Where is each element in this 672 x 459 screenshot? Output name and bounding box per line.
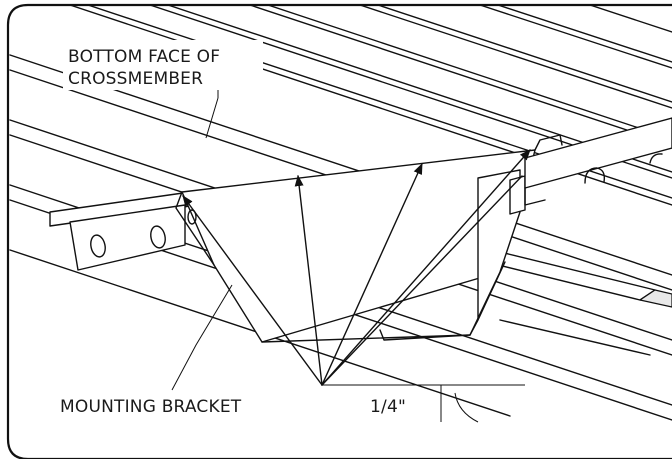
lower-rail (469, 248, 672, 356)
frame-border (6, 3, 672, 459)
slot-hole (90, 234, 106, 258)
label-backdrop (40, 392, 285, 418)
label-backdrop (362, 394, 424, 418)
right-crossbar (524, 117, 672, 206)
label-backdrop (63, 40, 263, 90)
slot-hole (150, 225, 166, 249)
mounting-bracket-label: MOUNTING BRACKET (60, 397, 242, 417)
illustration (9, 5, 672, 423)
leader-crossmember (205, 97, 219, 139)
bracket-hole (187, 209, 197, 225)
alignment-arrows (182, 149, 531, 386)
leader-bracket (171, 284, 233, 391)
mounting-bracket-shape (175, 149, 536, 343)
crossmember-label-line1: BOTTOM FACE OF (68, 47, 220, 67)
crossmember-label-line2: CROSSMEMBER (68, 69, 203, 89)
dimension-marker (322, 384, 525, 423)
left-angle-iron (49, 191, 191, 271)
dimension-label: 1/4" (370, 397, 406, 417)
